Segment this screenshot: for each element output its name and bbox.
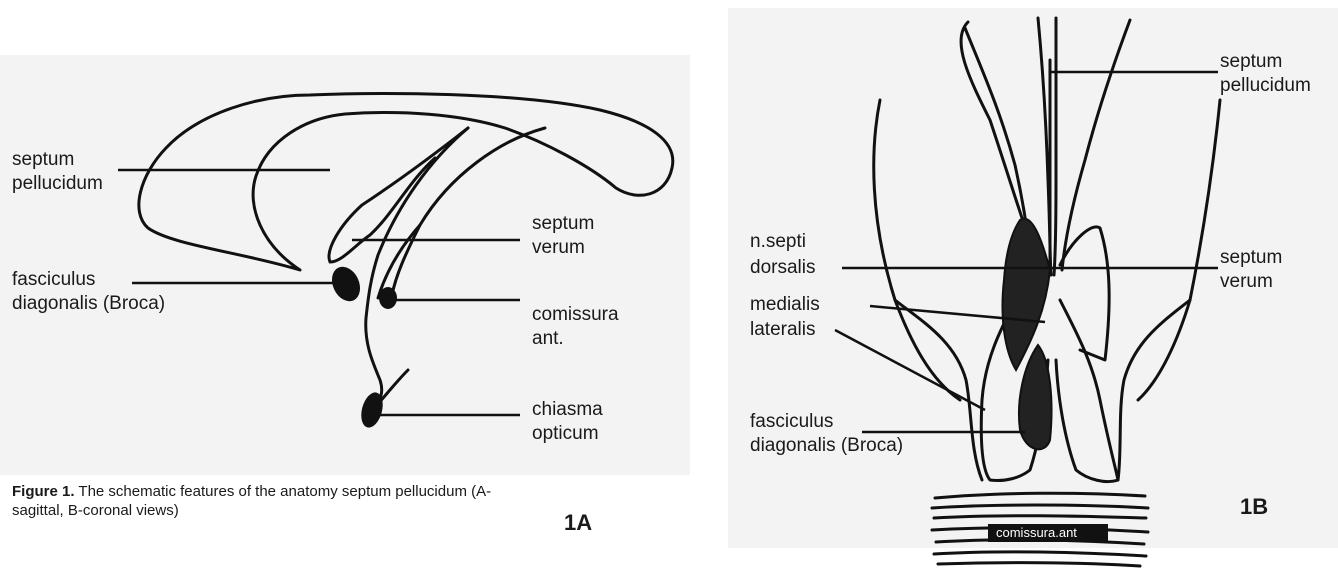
comissura-band-6 [934,552,1146,556]
label-septum-pellucidum-a-text: septum pellucidum [12,149,103,194]
label-septum-verum-a: septum verum [532,212,594,260]
label-chiasma-a: chiasma opticum [532,398,603,446]
label-septum-pellucidum-b: septum pellucidum [1220,50,1311,98]
panel-b-coronal: septum pellucidum septum verum n.septi d… [720,0,1338,570]
label-medialis: medialis [750,293,820,317]
fornix-strand-1 [392,128,545,295]
label-septum-verum-a-text: septum verum [532,213,594,258]
label-comissura-b: comissura.ant [996,523,1077,543]
panel-tag-1b: 1B [1240,494,1268,520]
comissura-band-7 [938,563,1140,566]
panel-tag-1a: 1A [564,510,592,536]
caption-bold: Figure 1. [12,483,75,500]
label-n-septi: n.septi [750,230,806,254]
comissura-band-1 [935,493,1145,498]
label-comissura-a: comissura ant. [532,303,619,351]
label-fasciculus-b-text: fasciculus diagonalis (Broca) [750,411,903,456]
label-dorsalis: dorsalis [750,256,815,280]
right-verum-block [1060,227,1109,360]
label-fasciculus-a: fasciculus diagonalis (Broca) [12,268,165,316]
comissura-band-2 [932,505,1148,508]
comissura-band-3 [934,516,1146,518]
caption-text: The schematic features of the anatomy se… [12,483,491,519]
label-septum-verum-b-text: septum verum [1220,247,1282,292]
label-septum-pellucidum-b-text: septum pellucidum [1220,51,1311,96]
right-outer-wall [1138,100,1220,400]
septum-stem-right [1054,18,1056,275]
n-septi-medialis-nucleus [1003,219,1051,370]
right-inner-wall [1062,20,1130,270]
left-outer-wall [874,100,960,400]
fornix-strand-2 [366,128,468,404]
comissura-ant-mark [379,287,397,309]
panel-a-sagittal: septum pellucidum septum verum fasciculu… [0,0,690,570]
fasciculus-diagonalis-nucleus-b [1019,345,1052,449]
label-lateralis: lateralis [750,318,815,342]
label-septum-pellucidum-a: septum pellucidum [12,148,103,196]
left-flank [895,300,982,480]
label-fasciculus-b: fasciculus diagonalis (Broca) [750,410,903,458]
label-comissura-a-text: comissura ant. [532,304,619,349]
right-flank [1118,300,1190,480]
label-septum-verum-b: septum verum [1220,246,1282,294]
figure-caption: Figure 1. The schematic features of the … [12,482,492,520]
label-chiasma-a-text: chiasma opticum [532,399,603,444]
label-fasciculus-a-text: fasciculus diagonalis (Broca) [12,269,165,314]
